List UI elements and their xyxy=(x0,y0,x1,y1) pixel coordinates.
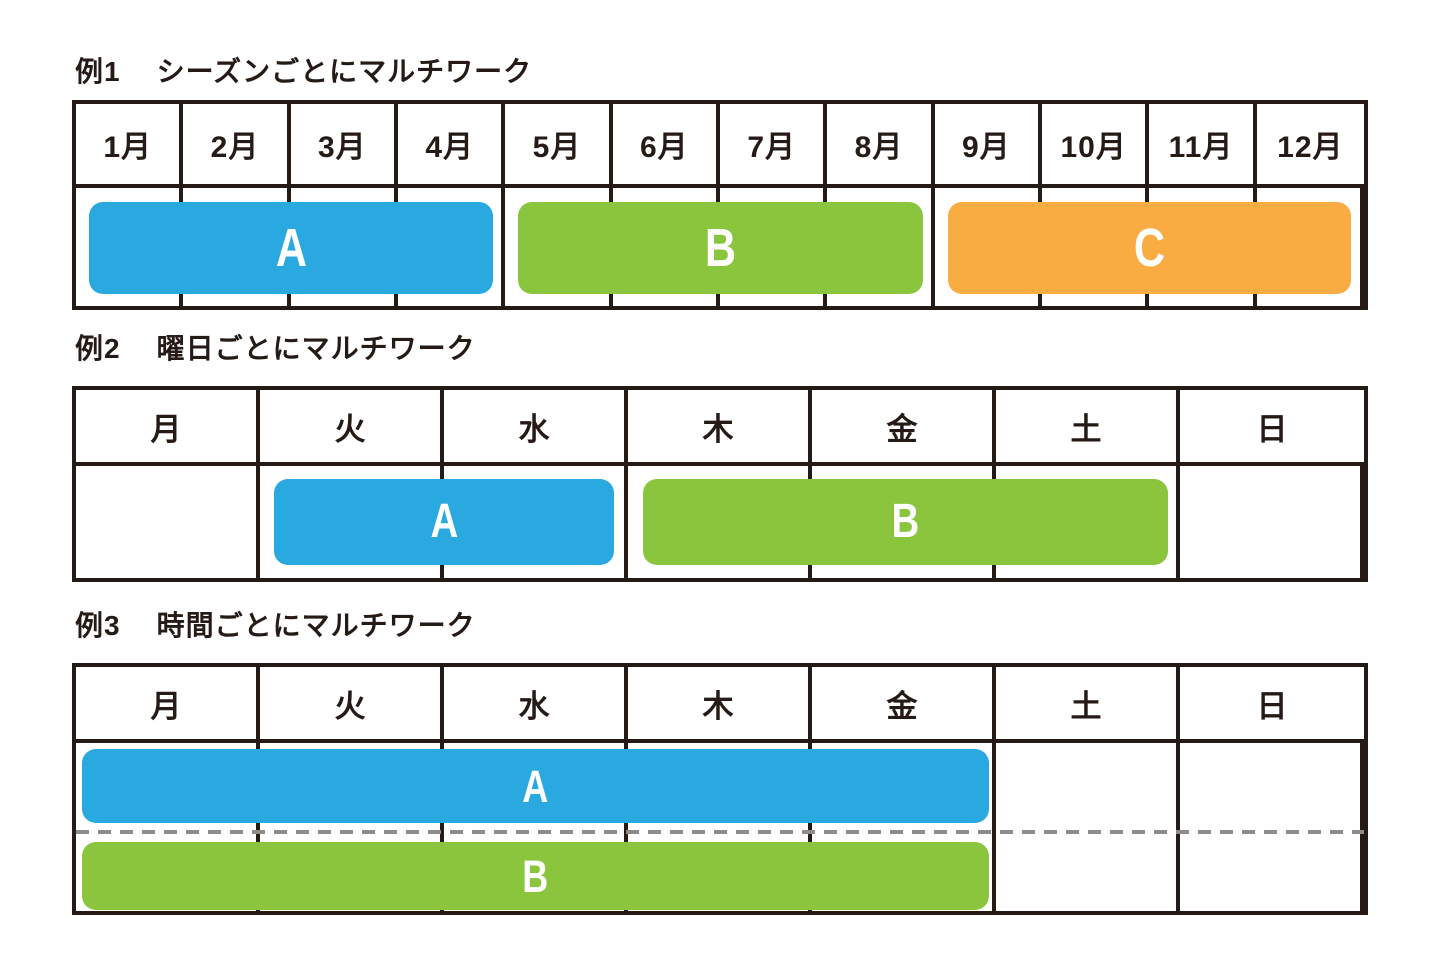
grid-cell xyxy=(444,466,628,578)
column-header-month: 4月 xyxy=(398,104,506,184)
column-header-weekday: 火 xyxy=(260,667,444,739)
column-header-month: 9月 xyxy=(935,104,1042,184)
column-header-weekday: 土 xyxy=(996,390,1180,462)
schedule-bar-b-thu-sat: B xyxy=(642,479,1168,565)
schedule-bar-b-may-aug: B xyxy=(518,202,923,294)
column-header-month: 2月 xyxy=(183,104,291,184)
example-1-label: 例1 xyxy=(75,56,121,87)
bar-label: A xyxy=(522,760,549,812)
grid-cell xyxy=(76,466,260,578)
grid-cell xyxy=(812,743,996,911)
bar-label: A xyxy=(430,495,458,548)
grid-cell xyxy=(76,743,260,911)
grid-cell xyxy=(398,188,506,306)
bar-label: B xyxy=(704,218,737,278)
example-3-label: 例3 xyxy=(75,610,121,641)
season-schedule-table: 1月 2月 3月 4月 5月 6月 7月 8月 9月 10月 11月 12月 A… xyxy=(72,100,1368,310)
weekday-schedule-table: 月 火 水 木 金 土 日 A B xyxy=(72,386,1368,582)
column-header-weekday: 月 xyxy=(76,667,260,739)
bar-label: B xyxy=(891,495,920,548)
grid-cell xyxy=(628,743,812,911)
month-header-row: 1月 2月 3月 4月 5月 6月 7月 8月 9月 10月 11月 12月 xyxy=(76,104,1364,188)
schedule-bar-b-mon-fri-lower: B xyxy=(82,842,989,910)
column-header-weekday: 土 xyxy=(996,667,1180,739)
column-header-month: 11月 xyxy=(1149,104,1257,184)
grid-cell xyxy=(260,743,444,911)
column-header-weekday: 月 xyxy=(76,390,260,462)
column-header-weekday: 木 xyxy=(628,667,812,739)
column-header-month: 7月 xyxy=(720,104,828,184)
column-header-month: 6月 xyxy=(613,104,720,184)
time-divider-dashed-line xyxy=(76,830,1364,834)
schedule-bar-a-jan-apr: A xyxy=(89,202,494,294)
example-2-label: 例2 xyxy=(75,333,121,364)
schedule-bar-a-mon-fri-upper: A xyxy=(82,749,989,823)
weekday-bar-row: A B xyxy=(76,466,1364,578)
column-header-month: 12月 xyxy=(1277,131,1344,164)
column-header-month: 1月 xyxy=(76,104,184,184)
column-header-weekday: 水 xyxy=(444,390,628,462)
column-header-weekday: 金 xyxy=(812,667,996,739)
grid-cell xyxy=(827,188,935,306)
column-header-weekday: 火 xyxy=(260,390,444,462)
example-3-title: 例3 時間ごとにマルチワーク xyxy=(75,604,476,644)
grid-cell xyxy=(1180,466,1364,578)
example-1-title: 例1 シーズンごとにマルチワーク xyxy=(75,50,532,90)
grid-cell xyxy=(1257,188,1364,306)
grid-cell xyxy=(996,466,1180,578)
schedule-bar-a-tue-wed: A xyxy=(273,479,614,565)
column-header-weekday: 日 xyxy=(1256,411,1288,447)
season-bar-row: A B C xyxy=(76,188,1364,306)
example-3-title-text: 時間ごとにマルチワーク xyxy=(156,610,476,641)
example-2-title: 例2 曜日ごとにマルチワーク xyxy=(75,327,476,367)
column-header-month: 10月 xyxy=(1042,104,1150,184)
grid-cell xyxy=(996,743,1180,911)
column-header-weekday: 日 xyxy=(1256,688,1288,724)
bar-label: A xyxy=(275,218,307,278)
column-header-month: 3月 xyxy=(291,104,398,184)
column-header-month: 8月 xyxy=(827,104,935,184)
weekday-header-row: 月 火 水 木 金 土 日 xyxy=(76,667,1364,743)
grid-cell xyxy=(1180,743,1364,911)
example-1-title-text: シーズンごとにマルチワーク xyxy=(156,56,533,87)
example-2-title-text: 曜日ごとにマルチワーク xyxy=(156,333,476,364)
bar-label: C xyxy=(1133,218,1165,278)
weekday-header-row: 月 火 水 木 金 土 日 xyxy=(76,390,1364,466)
bar-label: B xyxy=(522,850,549,902)
column-header-weekday: 木 xyxy=(628,390,812,462)
time-split-schedule-table: 月 火 水 木 金 土 日 A B xyxy=(72,663,1368,915)
column-header-weekday: 水 xyxy=(444,667,628,739)
column-header-weekday: 金 xyxy=(812,390,996,462)
grid-cell xyxy=(444,743,628,911)
time-split-bar-area: A B xyxy=(76,743,1364,911)
schedule-bar-c-sep-dec: C xyxy=(947,202,1351,294)
column-header-month: 5月 xyxy=(505,104,613,184)
